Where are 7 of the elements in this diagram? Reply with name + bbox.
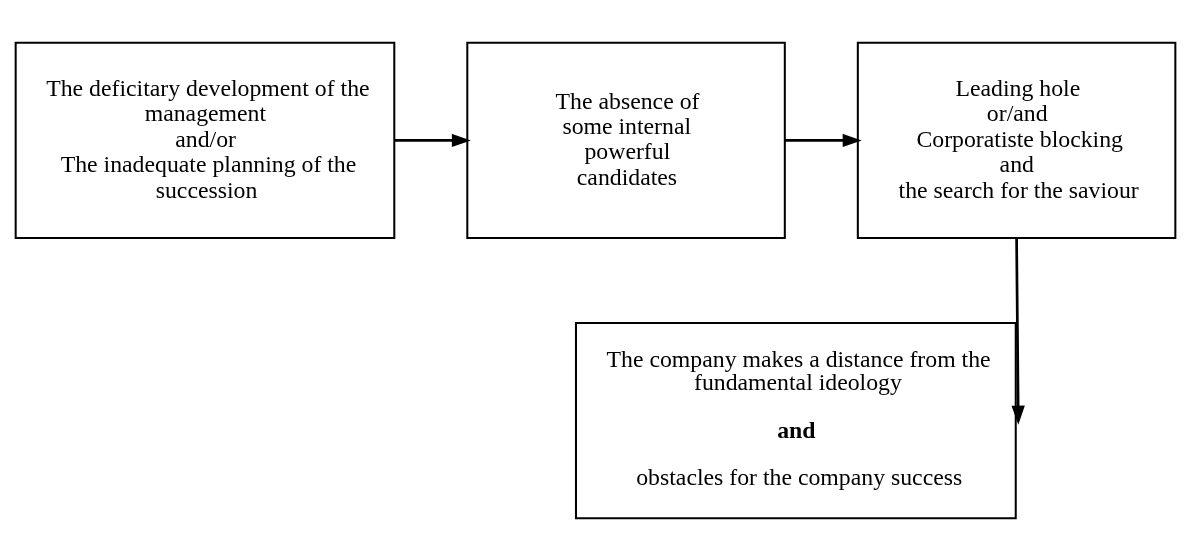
node-box: The absence of some internal powerful candidates (466, 41, 786, 239)
node-box: Leading hole or/and Corporatiste blocking and the search for the saviour (856, 41, 1177, 239)
arrow (1011, 237, 1025, 425)
arrow (785, 133, 862, 147)
node-box: The company makes a distance from the fundamental ideology and obstacles for the company success (574, 321, 1017, 519)
arrow (394, 133, 471, 147)
node-box: The deficitary development of the management and/or The inadequate planning of the succession (14, 41, 396, 239)
